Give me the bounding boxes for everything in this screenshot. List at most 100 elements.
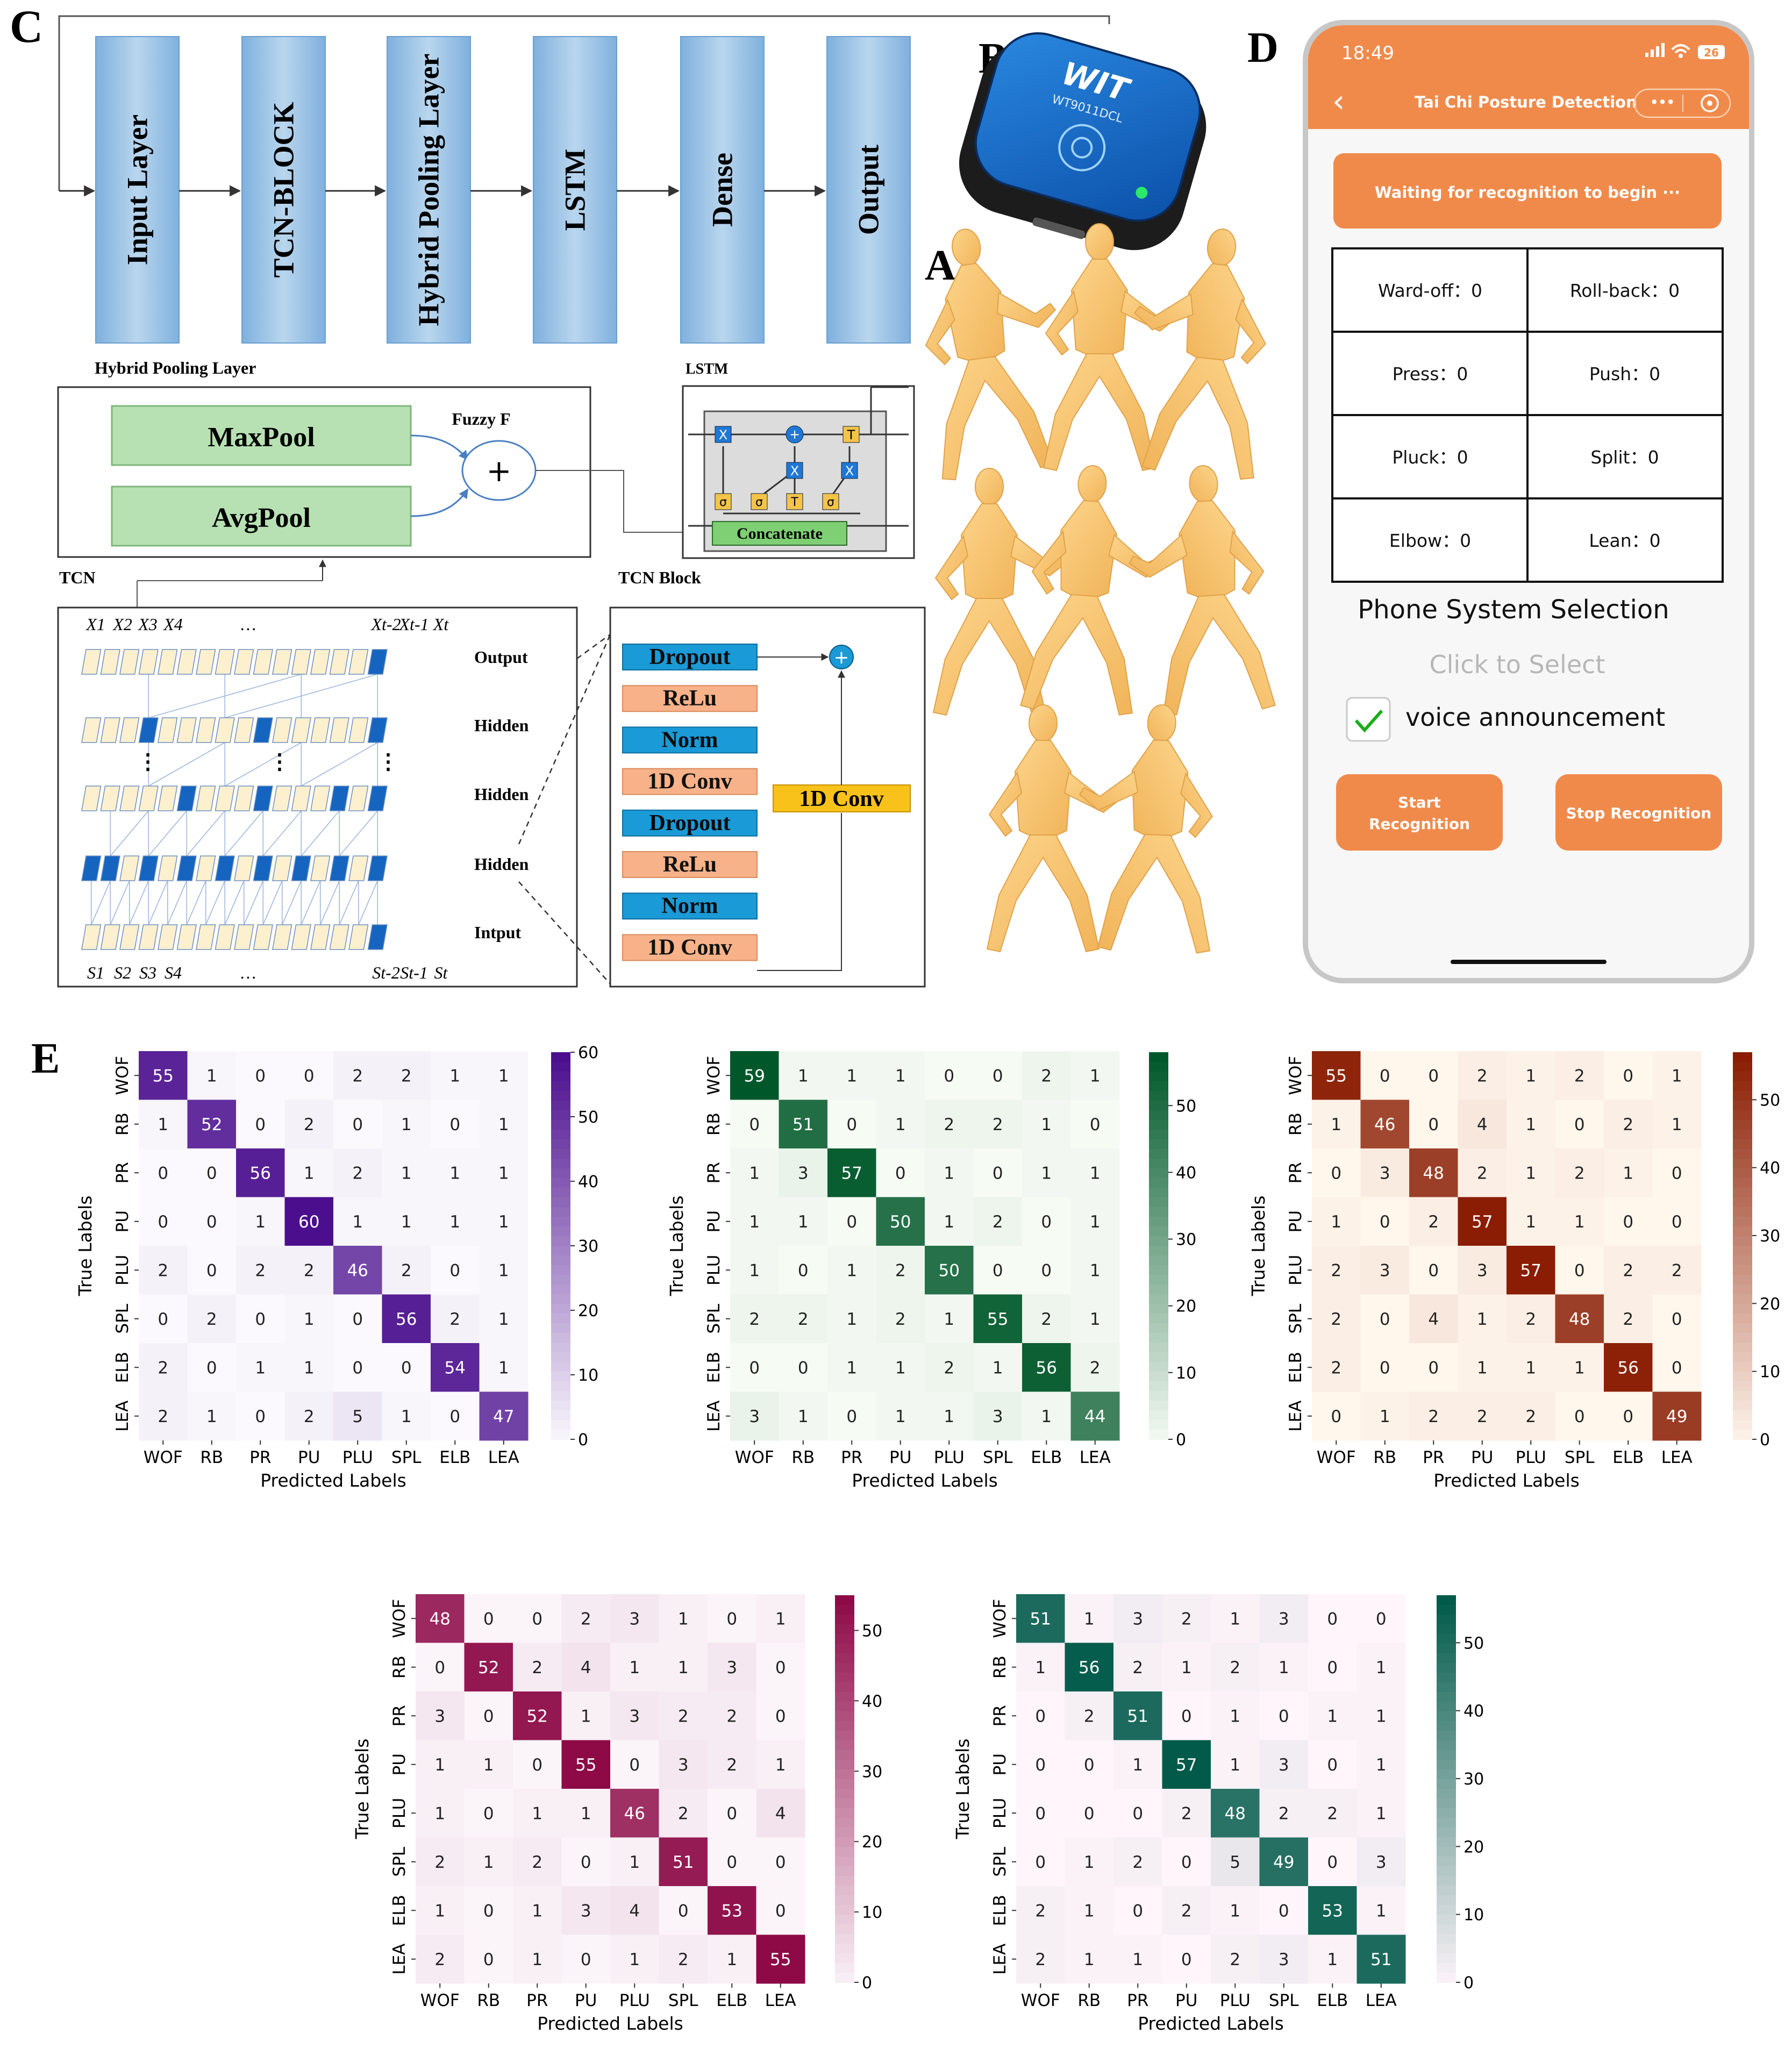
heatmap-cell xyxy=(416,1691,465,1740)
heatmap-value: 0 xyxy=(158,1212,168,1232)
colorbar-tick-label: 40 xyxy=(578,1173,598,1191)
tcn-cell xyxy=(310,649,331,675)
heatmap-cell xyxy=(1259,1643,1309,1692)
heatmap-value: 1 xyxy=(1574,1358,1585,1377)
heatmap-value: 53 xyxy=(722,1901,742,1921)
heatmap-value: 1 xyxy=(255,1212,266,1232)
pipeline-layer-label-0: Input Layer xyxy=(122,115,154,266)
tcn-cell xyxy=(253,786,273,811)
heatmap-value: 0 xyxy=(1672,1163,1682,1183)
heatmap-cell xyxy=(513,1594,562,1643)
heatmap-cell xyxy=(236,1051,285,1100)
heatmap-value: 0 xyxy=(775,1853,786,1872)
colorbar-segment xyxy=(835,1789,854,1799)
colorbar-segment xyxy=(1733,1430,1752,1440)
heatmap-value: 0 xyxy=(206,1163,217,1183)
heatmap-value: 1 xyxy=(944,1212,954,1232)
heatmap-value: 2 xyxy=(1477,1066,1488,1086)
close-miniapp-icon[interactable] xyxy=(1701,94,1719,112)
heatmap-value: 0 xyxy=(1181,1707,1192,1726)
heatmap-value: 1 xyxy=(798,1066,809,1086)
y-tick-label: ELB xyxy=(1286,1352,1305,1383)
y-tick-label: LEA xyxy=(990,1944,1010,1975)
heatmap-value: 0 xyxy=(1672,1212,1682,1232)
heatmap-value: 1 xyxy=(304,1310,315,1329)
more-options-icon[interactable]: ••• xyxy=(1650,95,1675,110)
heatmap-value: 1 xyxy=(1041,1163,1052,1183)
tcn-cell xyxy=(272,649,292,675)
colorbar-segment xyxy=(1149,1304,1168,1314)
colorbar-segment xyxy=(1733,1081,1752,1091)
heatmap-cell xyxy=(756,1789,805,1838)
heatmap-value: 56 xyxy=(250,1163,271,1183)
heatmap-cell xyxy=(416,1934,465,1984)
heatmap-value: 0 xyxy=(581,1853,591,1872)
posture-count-2: Press：0 xyxy=(1393,363,1468,384)
colorbar-segment xyxy=(551,1420,570,1430)
y-tick-label: PU xyxy=(990,1753,1010,1775)
colorbar-tick-label: 0 xyxy=(1760,1431,1770,1450)
heatmap-cell xyxy=(431,1294,480,1344)
colorbar-segment xyxy=(1437,1702,1456,1712)
heatmap-cell xyxy=(1070,1246,1120,1295)
device-port xyxy=(1032,217,1086,239)
heatmap-cell xyxy=(1065,1740,1114,1789)
tcn-bottom-label: S3 xyxy=(139,963,156,982)
colorbar-segment xyxy=(1733,1110,1752,1120)
stop-recognition-button[interactable] xyxy=(1555,774,1722,851)
colorbar-tick-label: 30 xyxy=(1760,1227,1780,1246)
back-icon[interactable]: ‹ xyxy=(1332,83,1345,119)
heatmap-value: 0 xyxy=(895,1163,906,1183)
colorbar-segment xyxy=(835,1711,854,1722)
heatmap-value: 0 xyxy=(352,1358,363,1377)
heatmap-cell xyxy=(659,1594,708,1643)
y-tick-label: PLU xyxy=(1286,1255,1305,1286)
system-selection-picker[interactable]: Click to Select xyxy=(1430,650,1605,679)
x-tick-label: WOF xyxy=(1317,1448,1356,1467)
x-axis-label: Predicted Labels xyxy=(1433,1470,1580,1491)
colorbar-segment xyxy=(1733,1159,1752,1169)
tcn-cell xyxy=(176,786,197,811)
heatmap-cell xyxy=(1016,1594,1065,1643)
heatmap-cell xyxy=(659,1886,708,1935)
heatmap-cell xyxy=(1357,1886,1406,1935)
tcn-cell xyxy=(272,924,292,950)
colorbar-segment xyxy=(551,1362,570,1372)
start-recognition-button[interactable] xyxy=(1336,774,1503,851)
heatmap-cell xyxy=(730,1294,779,1344)
heatmap-value: 1 xyxy=(895,1066,906,1086)
voice-checkbox[interactable] xyxy=(1346,697,1391,742)
heatmap-cell xyxy=(708,1691,756,1740)
heatmap-cell xyxy=(610,1934,659,1984)
tai-chi-figure-6 xyxy=(986,704,1124,953)
heatmap-cell xyxy=(1409,1391,1458,1441)
tcn-cell xyxy=(253,924,273,950)
figure-legs xyxy=(1043,353,1156,472)
colorbar-segment xyxy=(835,1818,854,1828)
heatmap-value: 2 xyxy=(1331,1261,1341,1280)
colorbar-segment xyxy=(1149,1275,1168,1285)
heatmap-value: 2 xyxy=(304,1407,315,1426)
tcn-edge xyxy=(262,810,302,856)
heatmap-value: 2 xyxy=(1672,1261,1682,1280)
y-tick-label: RB xyxy=(390,1655,409,1679)
heatmap-cell xyxy=(1458,1343,1507,1392)
heatmap-value: 1 xyxy=(775,1755,786,1775)
tcn-block-title: TCN Block xyxy=(618,568,701,587)
tcn-edge xyxy=(339,810,378,856)
tcn-edge xyxy=(148,810,187,856)
heatmap-value: 0 xyxy=(206,1212,217,1232)
tcn-cell xyxy=(367,786,388,811)
heatmap-value: 1 xyxy=(678,1658,689,1677)
colorbar-segment xyxy=(551,1275,570,1285)
heatmap-value: 48 xyxy=(430,1609,451,1629)
colorbar-segment xyxy=(551,1352,570,1362)
tcn-block-label-7: 1D Conv xyxy=(647,935,732,960)
heatmap-value: 1 xyxy=(775,1609,786,1629)
heatmap-value: 1 xyxy=(846,1261,857,1280)
colorbar-segment xyxy=(551,1178,570,1188)
tcn-cell xyxy=(348,786,369,811)
heatmap-cell xyxy=(1022,1391,1071,1441)
figure-head xyxy=(975,468,1004,505)
heatmap-cell xyxy=(925,1051,974,1100)
